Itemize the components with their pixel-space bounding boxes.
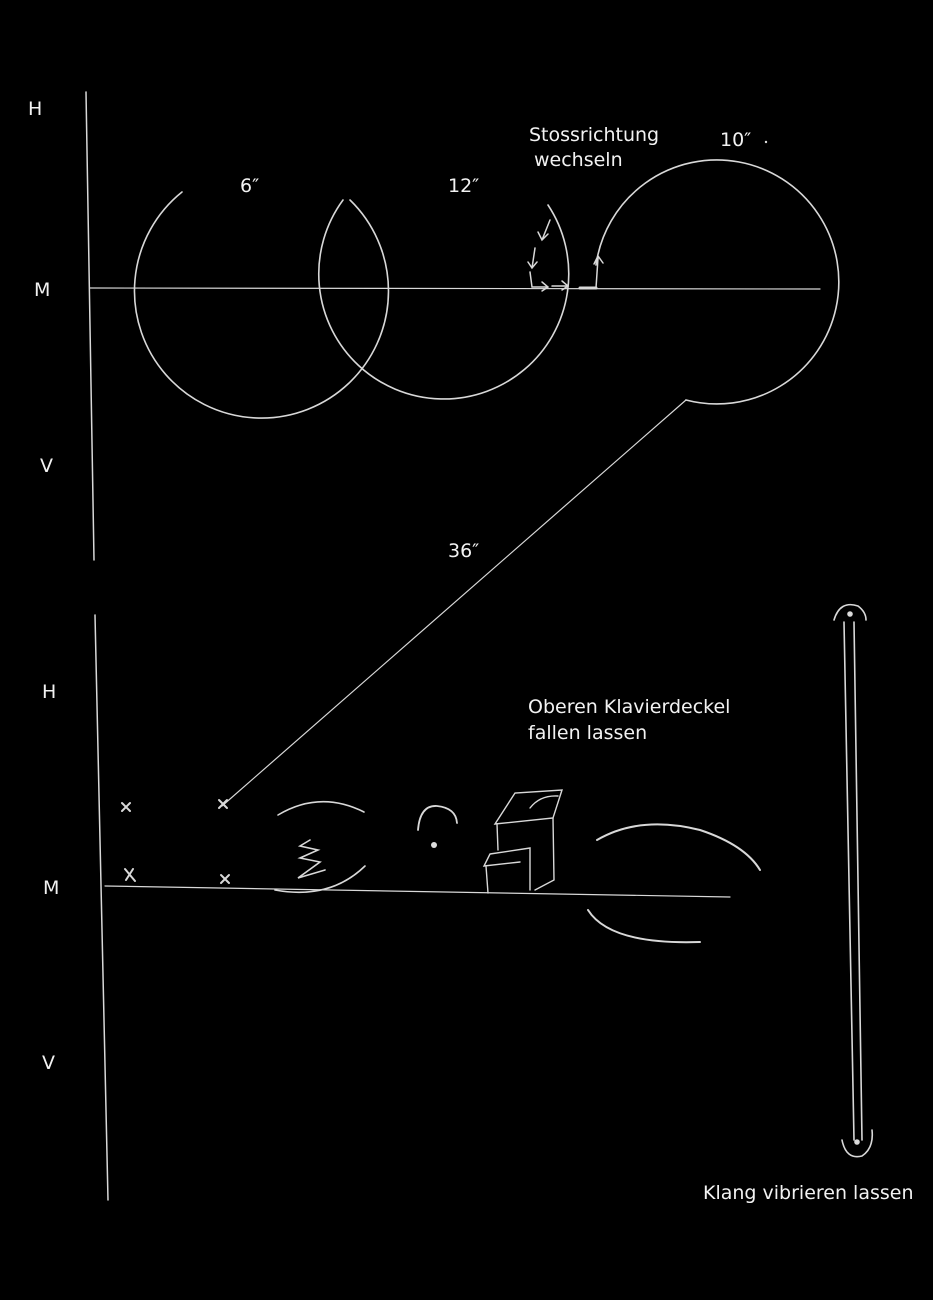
annotation-wechseln: wechseln (534, 149, 623, 171)
vibration-bar (833, 603, 874, 1158)
duration-circle-3: 10″ (720, 129, 751, 151)
bottom-vertical-axis (94, 614, 109, 1201)
label-h-top: H (28, 98, 42, 120)
ellipse-sketch (587, 823, 761, 944)
label-v-bottom: V (42, 1052, 55, 1074)
top-middle-line (89, 287, 821, 290)
circle-2 (318, 199, 570, 400)
circle-1 (133, 191, 390, 419)
duration-circle-1: 6″ (240, 175, 259, 197)
fermata-sketch (417, 805, 458, 848)
dot-mark (764, 140, 768, 144)
top-vertical-axis (85, 91, 95, 561)
duration-diagonal: 36″ (448, 540, 479, 562)
label-h-bottom: H (42, 681, 56, 703)
annotation-klang: Klang vibrieren lassen (703, 1182, 914, 1204)
direction-arrows (527, 219, 604, 292)
piano-sketch (482, 789, 563, 894)
bottom-middle-line (104, 885, 731, 898)
label-m-top: M (34, 279, 50, 301)
spiral-sketch (274, 800, 366, 893)
label-v-top: V (40, 455, 53, 477)
diagonal-line (221, 399, 687, 807)
duration-circle-2: 12″ (448, 175, 479, 197)
annotation-fallen-lassen: fallen lassen (528, 722, 647, 744)
annotation-stossrichtung: Stossrichtung (529, 124, 659, 146)
circle-3 (595, 159, 840, 405)
label-m-bottom: M (43, 877, 59, 899)
annotation-klavierdeckel: Oberen Klavierdeckel (528, 696, 730, 718)
x-marks (121, 799, 230, 884)
